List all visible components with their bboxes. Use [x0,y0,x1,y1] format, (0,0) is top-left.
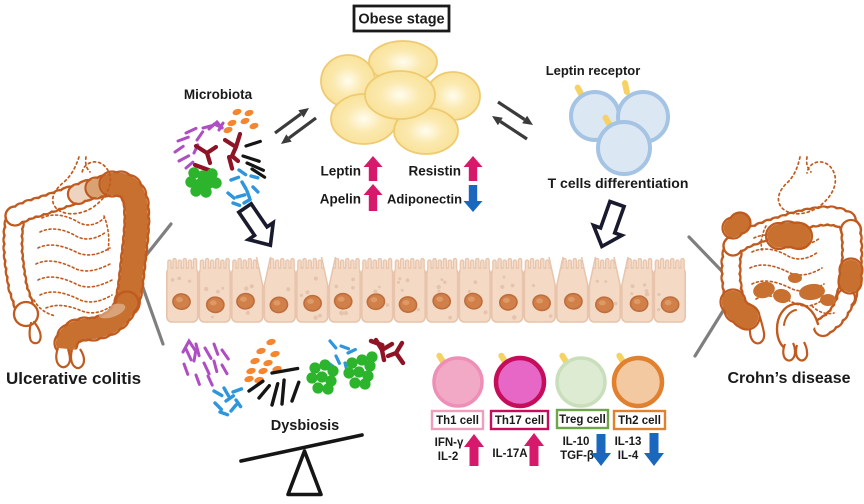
svg-text:IL-2: IL-2 [438,451,458,463]
svg-text:IFN-γ: IFN-γ [435,437,464,449]
svg-text:Crohn’s disease: Crohn’s disease [727,370,850,387]
svg-text:Leptin: Leptin [321,164,362,179]
svg-text:Dysbiosis: Dysbiosis [271,418,340,434]
svg-text:Adiponectin: Adiponectin [387,192,462,207]
svg-text:Th1 cell: Th1 cell [436,415,479,427]
svg-text:TGF-β: TGF-β [560,450,594,462]
svg-text:Ulcerative colitis: Ulcerative colitis [6,369,141,388]
svg-text:Leptin receptor: Leptin receptor [546,63,641,78]
svg-text:IL-13: IL-13 [615,436,642,448]
svg-text:Microbiota: Microbiota [184,87,253,102]
svg-text:Th2 cell: Th2 cell [618,415,661,427]
svg-text:T cells differentiation: T cells differentiation [548,175,689,191]
svg-text:Treg cell: Treg cell [559,414,606,426]
svg-text:IL-10: IL-10 [563,436,590,448]
svg-text:IL-4: IL-4 [618,450,639,462]
svg-text:Resistin: Resistin [408,164,461,179]
svg-text:Obese stage: Obese stage [358,12,444,28]
svg-text:Th17 cell: Th17 cell [495,415,544,427]
svg-text:Apelin: Apelin [320,192,361,207]
svg-text:IL-17A: IL-17A [492,448,527,460]
